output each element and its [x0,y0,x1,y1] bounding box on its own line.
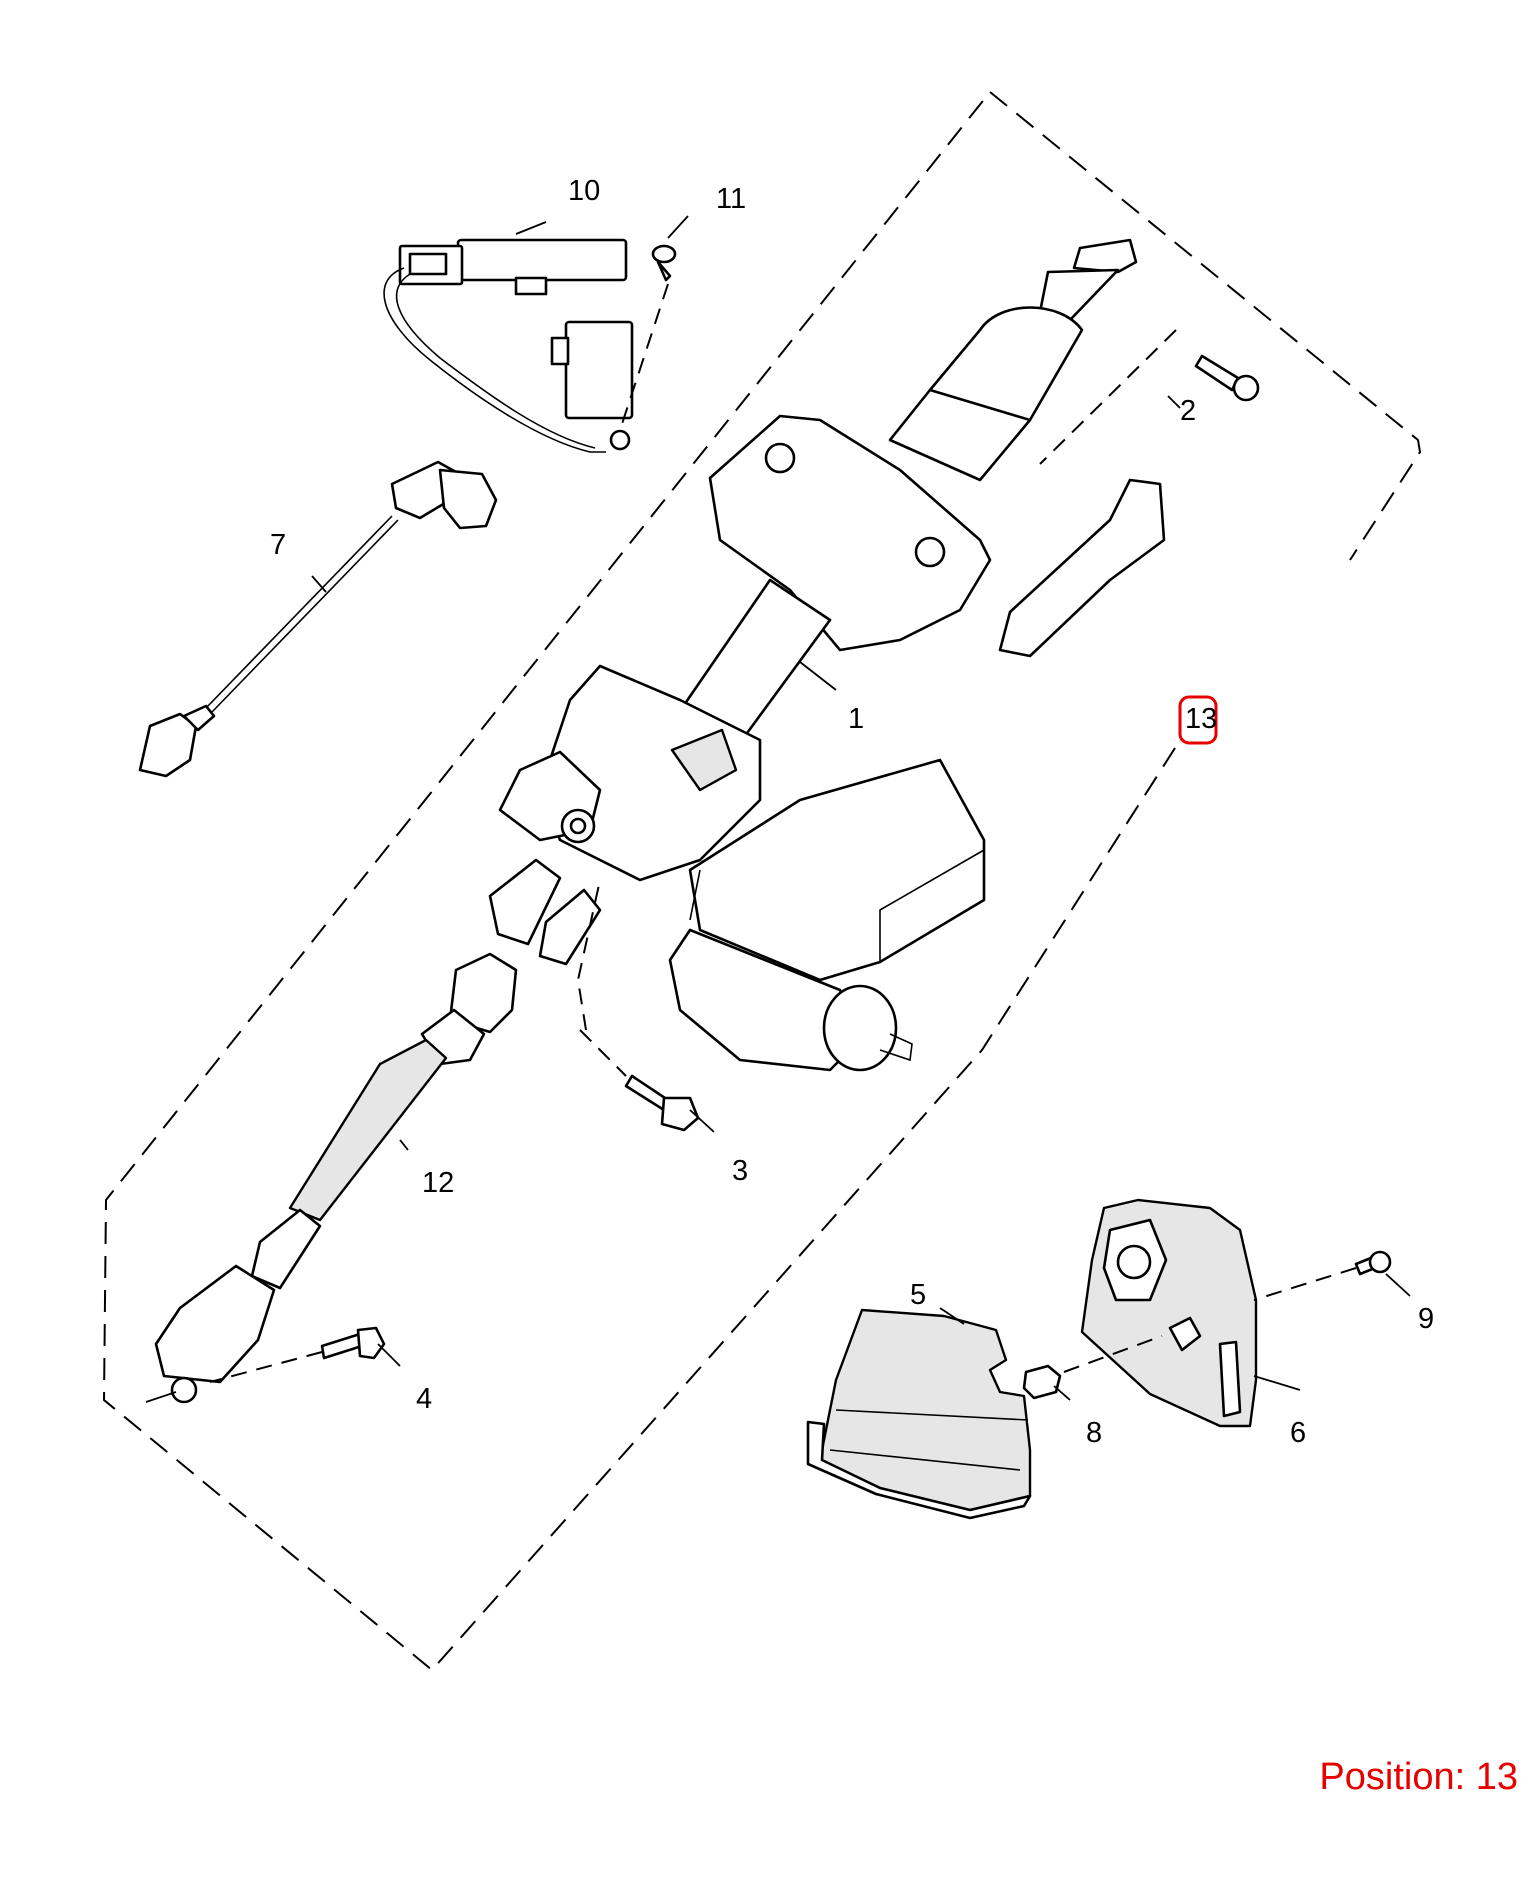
callout-13-highlight [1178,695,1218,745]
callout-12: 12 [422,1167,454,1199]
part-9-screw [1253,1250,1392,1301]
part-8-clip [1022,1364,1062,1400]
callout-11: 11 [716,183,746,215]
callout-8: 8 [1086,1417,1102,1449]
callout-9: 9 [1418,1303,1434,1335]
callout-6: 6 [1290,1417,1306,1449]
callout-5: 5 [910,1279,926,1311]
part-2-bolt [1039,329,1260,465]
part-5-lower-shroud [806,1308,1032,1520]
callout-4: 4 [416,1383,432,1415]
part-4-bolt [145,1326,386,1403]
callout-1: 1 [848,703,864,735]
callout-2: 2 [1180,395,1196,427]
callout-10: 10 [568,175,600,207]
part-12-intermediate-shaft [154,952,518,1404]
part-1-steering-column [488,238,1166,1072]
part-6-upper-shroud [1063,1198,1258,1428]
part-11-screw [619,244,677,431]
callout-3: 3 [732,1155,748,1187]
part-7-harness [138,460,498,778]
callout-7: 7 [270,529,286,561]
position-label: Position: 13 [1319,1756,1518,1798]
part-10-receiver-module [383,238,634,453]
callout-13[interactable]: 13 [1185,703,1217,735]
part-3-bolt [576,879,700,1132]
assembly-boundary [102,91,1422,1672]
